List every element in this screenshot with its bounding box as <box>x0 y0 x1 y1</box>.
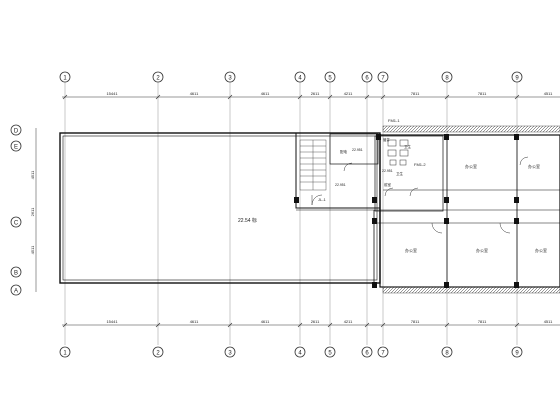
top-axis-bubbles: 1 2 3 4 5 6 7 8 9 <box>59 71 523 83</box>
svg-text:1: 1 <box>63 76 67 82</box>
building-outline <box>59 132 560 288</box>
axis-bubble-top-5: 5 <box>324 71 336 83</box>
svg-text:B: B <box>14 271 18 277</box>
dimension-chain-top: 15441 4611 4611 2611 4211 7811 7811 4511 <box>62 91 560 100</box>
svg-text:8: 8 <box>445 351 449 357</box>
axis-bubble-left-2: E <box>10 140 22 152</box>
room-tag-a: 配电 <box>340 149 348 154</box>
axis-bubble-bottom-8: 8 <box>441 346 453 358</box>
dim-bottom-4: 2611 <box>311 319 320 324</box>
axis-bubble-top-3: 3 <box>224 71 236 83</box>
axis-bubble-bottom-7: 7 <box>377 346 389 358</box>
door-swings <box>311 156 529 234</box>
axis-bubble-left-3: C <box>10 216 22 228</box>
main-hall-label: 22.54 标 <box>238 217 257 224</box>
svg-text:D: D <box>14 129 19 135</box>
svg-text:9: 9 <box>515 76 519 82</box>
room-tag-d: 卫生 <box>404 144 412 149</box>
axis-bubble-bottom-6: 6 <box>361 346 373 358</box>
room-tag-b: 管井 <box>383 137 391 142</box>
axis-bubble-top-1: 1 <box>59 71 71 83</box>
svg-text:7: 7 <box>381 351 385 357</box>
svg-text:2: 2 <box>156 76 160 82</box>
svg-text:4: 4 <box>298 351 302 357</box>
svg-text:6: 6 <box>365 351 369 357</box>
dim-left-2: 2611 <box>30 207 35 216</box>
dim-bottom-9: 4511 <box>544 319 553 324</box>
svg-text:3: 3 <box>228 76 232 82</box>
office-label-3: 办公室 <box>405 247 417 253</box>
dim-top-3: 4611 <box>261 91 270 96</box>
svg-text:C: C <box>14 221 19 227</box>
dimension-chain-bottom: 15441 4611 4611 2611 4211 7811 7811 4511 <box>62 319 560 328</box>
svg-text:3: 3 <box>228 351 232 357</box>
axis-bubble-left-5: A <box>10 284 22 296</box>
dimension-chain-left: 4511 2611 4511 <box>30 128 37 292</box>
axis-bubble-top-6: 6 <box>361 71 373 83</box>
axis-bubble-top-7: 7 <box>377 71 389 83</box>
stair <box>299 139 327 191</box>
dim-left-3: 4511 <box>30 245 35 254</box>
bottom-axis-bubbles: 1 2 3 4 5 6 7 8 9 <box>59 346 523 358</box>
elevation-label-2: 22.951 <box>335 183 346 187</box>
office-label-5: 办公室 <box>535 247 547 253</box>
axis-bubble-top-2: 2 <box>152 71 164 83</box>
svg-text:1: 1 <box>63 351 67 357</box>
axis-bubble-bottom-4: 4 <box>294 346 306 358</box>
svg-text:2: 2 <box>156 351 160 357</box>
left-axis-bubbles: D E C B A <box>10 124 22 296</box>
axis-bubble-left-1: D <box>10 124 22 136</box>
axis-bubble-bottom-9: 9 <box>511 346 523 358</box>
axis-bubble-bottom-3: 3 <box>224 346 236 358</box>
room-tag-c: 卫生 <box>396 171 404 176</box>
dim-top-8: 7811 <box>478 91 487 96</box>
axis-bubble-top-4: 4 <box>294 71 306 83</box>
dim-bottom-5: 4211 <box>344 319 353 324</box>
window-tag-jl1: JL-1 <box>318 197 327 202</box>
dim-bottom-3: 4611 <box>261 319 270 324</box>
svg-text:5: 5 <box>328 351 332 357</box>
svg-text:4: 4 <box>298 76 302 82</box>
axis-bubble-bottom-1: 1 <box>59 346 71 358</box>
fixtures <box>387 139 409 166</box>
dim-top-4: 2611 <box>311 91 320 96</box>
office-label-4: 办公室 <box>476 247 488 253</box>
room-tag-e: 前室 <box>384 182 392 187</box>
axis-bubble-bottom-2: 2 <box>152 346 164 358</box>
svg-text:5: 5 <box>328 76 332 82</box>
dim-top-2: 4611 <box>190 91 199 96</box>
dim-bottom-7: 7811 <box>411 319 420 324</box>
axis-bubble-bottom-5: 5 <box>324 346 336 358</box>
svg-text:6: 6 <box>365 76 369 82</box>
dim-top-1: 15441 <box>106 91 118 96</box>
svg-text:E: E <box>14 145 18 151</box>
axis-bubble-top-9: 9 <box>511 71 523 83</box>
svg-text:9: 9 <box>515 351 519 357</box>
axis-bubble-left-4: B <box>10 266 22 278</box>
columns <box>294 134 519 288</box>
door-tag-fm2: FM1-2 <box>414 162 426 167</box>
door-tag-fm1: FM1-1 <box>388 118 400 123</box>
elevation-label-1: 22.951 <box>352 148 363 152</box>
svg-text:A: A <box>14 289 18 295</box>
dim-bottom-8: 7811 <box>478 319 487 324</box>
svg-text:8: 8 <box>445 76 449 82</box>
window-strips <box>382 125 560 294</box>
dim-left-1: 4511 <box>30 170 35 179</box>
office-label-1: 办公室 <box>465 163 477 169</box>
dim-top-9: 4511 <box>544 91 553 96</box>
room-labels: 22.54 标 FM1-1 FM1-2 JL-1 22.951 22.951 2… <box>238 118 547 253</box>
dim-top-7: 7811 <box>411 91 420 96</box>
office-label-2: 办公室 <box>528 163 540 169</box>
dim-bottom-1: 15441 <box>106 319 118 324</box>
dim-top-5: 4211 <box>344 91 353 96</box>
axis-bubble-top-8: 8 <box>441 71 453 83</box>
axis-guide-lines <box>64 82 518 345</box>
dim-bottom-2: 4611 <box>190 319 199 324</box>
svg-text:7: 7 <box>381 76 385 82</box>
elevation-label-3: 22.951 <box>382 169 393 173</box>
